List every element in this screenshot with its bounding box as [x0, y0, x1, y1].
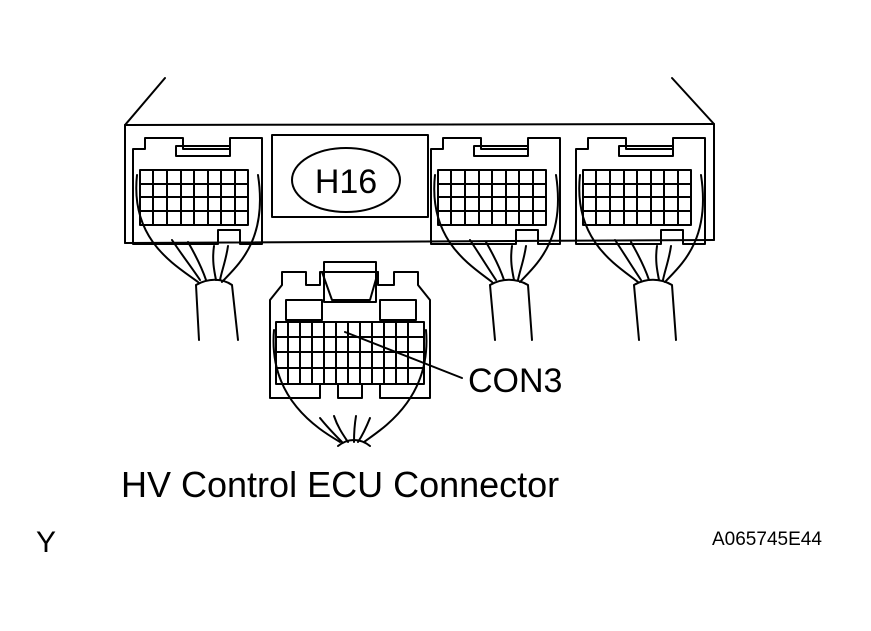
ecu-connector-3 — [575, 137, 706, 245]
wire-harness-3 — [578, 174, 704, 341]
ecu-connector-2 — [430, 137, 561, 245]
con3-leader-line — [344, 331, 463, 379]
diagram-caption: HV Control ECU Connector — [121, 464, 560, 505]
h16-plate — [271, 134, 429, 218]
ecu-connector-1 — [132, 137, 263, 245]
wire-harness-1 — [135, 174, 261, 341]
figure-code: A065745E44 — [712, 529, 822, 550]
wire-harness-2 — [433, 174, 559, 341]
con3-wire-harness — [272, 329, 428, 447]
corner-mark: Y — [36, 526, 57, 559]
h16-label: H16 — [315, 163, 377, 201]
con3-label: CON3 — [468, 362, 563, 400]
ecu-housing — [124, 77, 715, 244]
con3-connector — [269, 261, 431, 399]
